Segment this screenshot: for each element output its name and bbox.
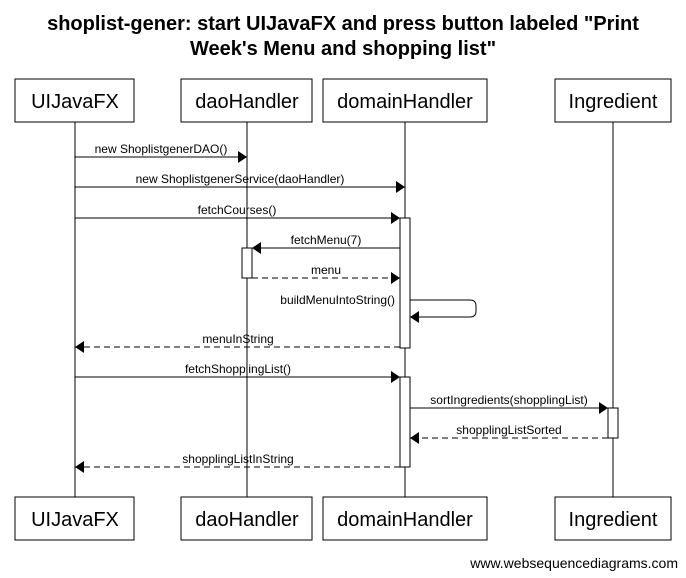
footer-watermark: www.websequencediagrams.com xyxy=(469,555,678,571)
actor-ingredient-bottom-label: Ingredient xyxy=(569,509,658,531)
message-shopping-list-sorted: shopplingListSorted xyxy=(410,423,608,444)
actor-dao-bottom-label: daoHandler xyxy=(195,509,299,531)
actor-ui-bottom-label: UIJavaFX xyxy=(31,509,119,531)
message-fetch-shopping-list: fetchShopplingList() xyxy=(75,362,400,383)
message-menu-return: menu xyxy=(252,263,400,284)
message-build-menu-string-label: buildMenuIntoString() xyxy=(280,293,395,307)
actor-dao-top-label: daoHandler xyxy=(195,91,299,113)
activation-domain-1 xyxy=(399,217,411,349)
message-new-dao: new ShoplistgenerDAO() xyxy=(75,142,247,163)
message-new-dao-label: new ShoplistgenerDAO() xyxy=(95,142,228,156)
actor-dao-top: daoHandler xyxy=(180,78,313,123)
actor-ui-bottom: UIJavaFX xyxy=(14,496,135,541)
message-shopping-list-sorted-label: shopplingListSorted xyxy=(456,423,561,437)
actor-ui-top: UIJavaFX xyxy=(14,78,135,123)
actor-ui-top-label: UIJavaFX xyxy=(31,91,119,113)
message-fetch-menu: fetchMenu(7) xyxy=(252,233,400,254)
message-new-service-label: new ShoplistgenerService(daoHandler) xyxy=(136,172,345,186)
activation-domain-2 xyxy=(399,376,411,468)
actor-domain-bottom: domainHandler xyxy=(322,496,488,541)
actor-dao-bottom: daoHandler xyxy=(180,496,313,541)
message-menu-return-label: menu xyxy=(311,263,341,277)
message-fetch-courses-label: fetchCourses() xyxy=(198,203,277,217)
actor-ingredient-top-label: Ingredient xyxy=(569,91,658,113)
message-fetch-courses: fetchCourses() xyxy=(75,203,400,224)
message-build-menu-string: buildMenuIntoString() xyxy=(280,293,477,323)
message-sort-ingredients-label: sortIngredients(shopplingList) xyxy=(430,393,587,407)
diagram-title-line-1: shoplist-gener: start UIJavaFX and press… xyxy=(47,13,639,35)
activation-dao-1 xyxy=(241,247,253,279)
diagram-title-line-2: Week's Menu and shopping list" xyxy=(190,38,496,60)
message-shopping-list-in-string: shopplingListInString xyxy=(75,452,400,473)
message-menu-in-string-label: menuInString xyxy=(202,332,273,346)
actor-domain-top-label: domainHandler xyxy=(337,91,473,113)
actor-ingredient-top: Ingredient xyxy=(554,78,672,123)
actor-domain-top: domainHandler xyxy=(322,78,488,123)
message-fetch-shopping-list-label: fetchShopplingList() xyxy=(185,362,291,376)
actor-ingredient-bottom: Ingredient xyxy=(554,496,672,541)
message-sort-ingredients: sortIngredients(shopplingList) xyxy=(410,393,608,414)
message-shopping-list-in-string-label: shopplingListInString xyxy=(182,452,293,466)
actor-domain-bottom-label: domainHandler xyxy=(337,509,473,531)
message-new-service: new ShoplistgenerService(daoHandler) xyxy=(75,172,405,193)
message-fetch-menu-label: fetchMenu(7) xyxy=(291,233,362,247)
message-menu-in-string: menuInString xyxy=(75,332,400,353)
activation-ingredient-1 xyxy=(607,407,619,439)
